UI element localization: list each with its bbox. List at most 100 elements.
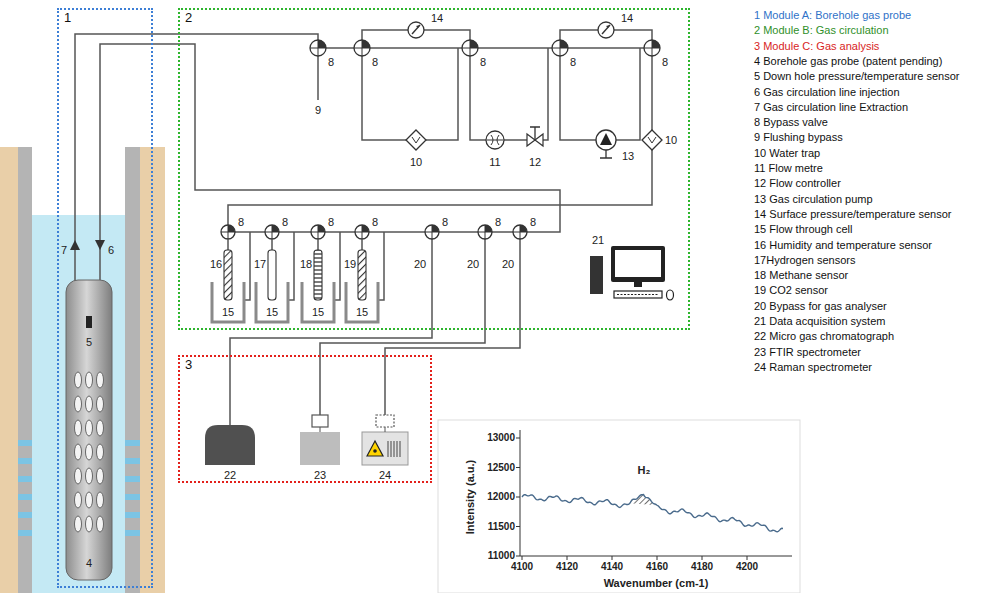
axis-ticks bbox=[657, 556, 658, 560]
key-entry: 20 Bypass for gas analyser bbox=[754, 299, 887, 312]
module-box: 2 bbox=[178, 8, 690, 330]
screen-perforation bbox=[18, 458, 32, 464]
screen-perforation bbox=[125, 494, 140, 500]
flow-cell bbox=[358, 250, 366, 300]
callout-number: 15 bbox=[222, 306, 234, 319]
gas-line bbox=[153, 43, 178, 45]
callout-number: 16 bbox=[210, 258, 222, 271]
ftir-spectrometer bbox=[312, 415, 328, 427]
gas-line bbox=[153, 33, 178, 35]
screen-perforation bbox=[125, 458, 140, 464]
flow-cell bbox=[335, 232, 340, 300]
key-entry: 2 Module B: Gas circulation bbox=[754, 24, 889, 37]
circulation-pipes bbox=[178, 44, 560, 232]
module-number: 1 bbox=[59, 10, 151, 27]
pressure-gauge bbox=[606, 25, 610, 28]
bypass-valve bbox=[552, 40, 568, 56]
axis-ticks bbox=[612, 556, 613, 560]
pressure-gauge bbox=[602, 25, 610, 34]
probe-slots bbox=[86, 444, 93, 460]
raman-spectrometer bbox=[385, 427, 386, 432]
pressure-gauge bbox=[598, 22, 614, 38]
gas-line bbox=[320, 330, 485, 355]
bypass-valve bbox=[425, 225, 439, 239]
bypass-valve bbox=[462, 40, 478, 56]
bypass-valve bbox=[470, 40, 478, 48]
borehole bbox=[32, 215, 125, 593]
callout-number: 5 bbox=[86, 336, 92, 349]
pressure-gauge bbox=[412, 25, 420, 34]
key-entry: 14 Surface pressure/temperature sensor bbox=[754, 208, 952, 221]
bypass-valve bbox=[221, 40, 660, 239]
bypass-valve bbox=[425, 225, 439, 239]
callout-number: 23 bbox=[314, 469, 326, 482]
gas-chromatograph bbox=[205, 425, 255, 465]
callout-number: 22 bbox=[224, 469, 236, 482]
circulation-pipes bbox=[384, 355, 386, 415]
screen-perforation bbox=[18, 476, 32, 482]
callout-number: 17 bbox=[254, 258, 266, 271]
computer bbox=[590, 256, 603, 294]
bypass-valve bbox=[311, 225, 325, 239]
axis-tick-label: 11500 bbox=[488, 521, 515, 533]
borehole bbox=[0, 147, 165, 593]
circulation-pipes bbox=[560, 48, 640, 140]
bypass-valve bbox=[552, 40, 568, 56]
callout-number: 24 bbox=[379, 469, 391, 482]
key-entry: 24 Raman spectrometer bbox=[754, 361, 872, 374]
module-box: 1 bbox=[57, 8, 153, 588]
bypass-valve bbox=[355, 225, 369, 239]
callout-number: 8 bbox=[662, 56, 668, 69]
callout-number: 20 bbox=[502, 258, 514, 271]
axis-tick-label: 4180 bbox=[691, 561, 713, 573]
bypass-valve bbox=[644, 40, 660, 56]
callout-number: 4 bbox=[86, 557, 92, 570]
key-entry: 6 Gas circulation line injection bbox=[754, 85, 900, 98]
flow-meter bbox=[486, 131, 504, 149]
callout-number: 15 bbox=[266, 306, 278, 319]
screen-perforation bbox=[125, 512, 140, 518]
bypass-valve bbox=[462, 40, 478, 56]
axis-ticks bbox=[567, 556, 568, 560]
bypass-valve bbox=[310, 40, 326, 56]
probe-slots bbox=[97, 516, 104, 532]
circulation-pipes bbox=[484, 239, 486, 330]
callout-number: 8 bbox=[238, 216, 244, 229]
axis-ticks bbox=[516, 438, 520, 439]
probe-slots bbox=[75, 372, 82, 388]
bypass-valve bbox=[462, 40, 478, 56]
key-entry: 18 Methane sensor bbox=[754, 269, 848, 282]
circulation-pipes bbox=[229, 355, 231, 425]
bypass-valve bbox=[318, 40, 326, 48]
module-number: 3 bbox=[180, 357, 430, 374]
gas-probe bbox=[66, 280, 112, 580]
key-entry: 4 Borehole gas probe (patent pending) bbox=[754, 55, 942, 68]
probe-pipes bbox=[75, 34, 153, 282]
bypass-valve bbox=[221, 225, 235, 239]
circulation-pipes bbox=[362, 48, 458, 140]
module-box: 3 bbox=[178, 355, 432, 483]
bypass-valve bbox=[644, 40, 660, 56]
flow-cell bbox=[317, 239, 319, 250]
flow-cell bbox=[289, 232, 294, 300]
bypass-valve bbox=[311, 225, 325, 239]
key-entry: 10 Water trap bbox=[754, 146, 820, 159]
spectrum-inset bbox=[438, 420, 800, 593]
bypass-valve bbox=[552, 40, 568, 56]
flow-meter bbox=[486, 131, 504, 149]
water-trap bbox=[412, 137, 420, 143]
callout-number: 20 bbox=[467, 258, 479, 271]
probe-slots bbox=[75, 396, 82, 412]
callout-number: 8 bbox=[328, 216, 334, 229]
callout-number: 20 bbox=[414, 258, 426, 271]
axis-tick-label: 12500 bbox=[487, 462, 515, 474]
axis-ticks bbox=[747, 556, 748, 560]
key-entry: 19 CO2 sensor bbox=[754, 284, 828, 297]
key-entry: 8 Bypass valve bbox=[754, 116, 828, 129]
callout-number: 15 bbox=[312, 306, 324, 319]
axis-ticks bbox=[516, 497, 520, 498]
probe-slots bbox=[97, 420, 104, 436]
probe-slots bbox=[75, 468, 82, 484]
screen-perforation bbox=[125, 440, 140, 446]
bypass-valve bbox=[485, 225, 492, 232]
